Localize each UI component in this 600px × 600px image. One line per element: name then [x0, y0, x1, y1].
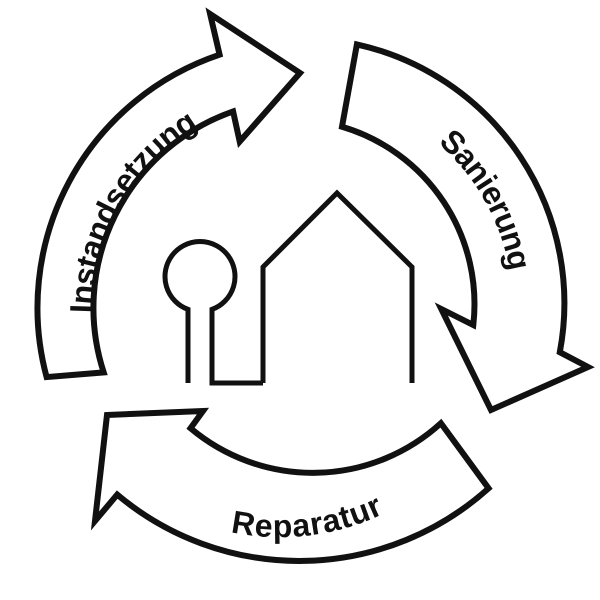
reparatur-arrow — [90, 407, 493, 564]
sanierung-arrow — [338, 40, 595, 414]
instandsetzung-arrow — [34, 7, 305, 381]
house-outline — [260, 189, 415, 383]
house-icon — [162, 189, 415, 386]
keyhole-shape — [162, 239, 263, 386]
